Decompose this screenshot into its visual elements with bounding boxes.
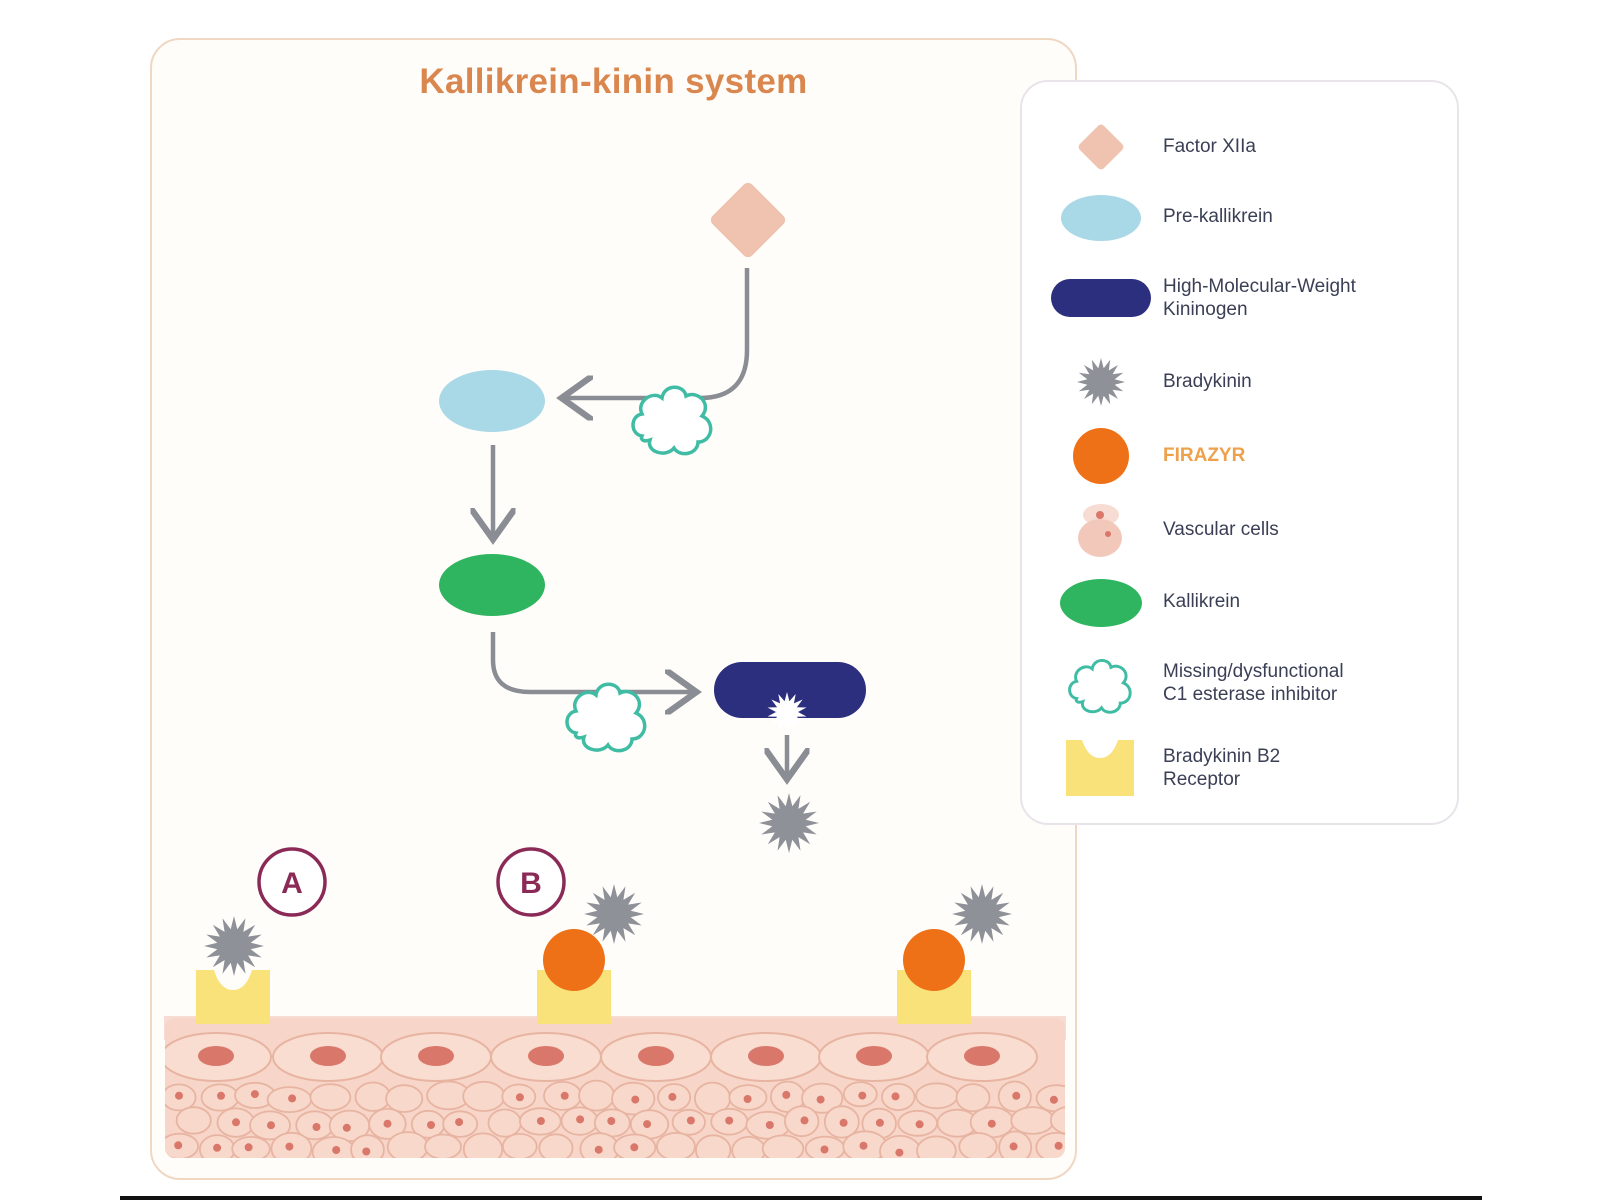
legend-label-firazyr: FIRAZYR: [1163, 445, 1246, 466]
oval-icon: [1060, 579, 1142, 627]
vascular-tissue: [165, 1018, 1065, 1158]
c1-inhibitor-top-icon: [631, 385, 713, 456]
legend-label-factor-xiia: Factor XIIa: [1163, 136, 1256, 157]
circle-icon: [1073, 428, 1129, 484]
bradykinin-released-icon: [759, 793, 819, 853]
firazyr-b: [543, 929, 605, 991]
cloud-icon: [1068, 658, 1132, 714]
marker-a-label: A: [281, 867, 303, 900]
factor-xiia-node: [710, 182, 786, 258]
firazyr-c: [903, 929, 965, 991]
legend-label-pre-kallikrein: Pre-kallikrein: [1163, 206, 1273, 227]
marker-a: A: [257, 847, 327, 917]
marker-b-label: B: [520, 867, 542, 900]
cell-icon: [1078, 504, 1122, 557]
diamond-icon: [1078, 124, 1124, 170]
receptor-a: [196, 970, 270, 1024]
legend-label-kallikrein: Kallikrein: [1163, 591, 1241, 612]
starburst-icon: [1077, 358, 1125, 406]
legend-label-vascular-cells: Vascular cells: [1163, 519, 1279, 540]
receptor-icon: [1066, 740, 1134, 796]
kininogen-node: [714, 662, 866, 718]
kallikrein-node: [439, 554, 545, 616]
capsule-icon: [1051, 279, 1151, 317]
pre-kallikrein-node: [439, 370, 545, 432]
legend-label-b2-receptor: Bradykinin B2 Receptor: [1163, 746, 1281, 790]
bradykinin-bound-receptor-a: [204, 916, 264, 976]
marker-b: B: [496, 847, 566, 917]
c1-inhibitor-bottom-icon: [565, 682, 647, 753]
legend-label-bradykinin: Bradykinin: [1163, 371, 1252, 392]
legend-label-kininogen: High-Molecular-Weight Kininogen: [1163, 276, 1356, 320]
bottom-bar: [120, 1196, 1482, 1200]
arrow-factor-to-prekallikrein: [566, 268, 750, 398]
bradykinin-blocked-c: [952, 884, 1012, 944]
diagram-title: Kallikrein-kinin system: [419, 62, 808, 101]
bradykinin-bound-icon: [767, 692, 807, 732]
oval-icon: [1061, 195, 1141, 241]
arrow-kallikrein-to-kininogen: [490, 632, 692, 692]
legend-label-c1-inhibitor: Missing/dysfunctional C1 esterase inhibi…: [1163, 661, 1344, 705]
bradykinin-blocked-b: [584, 884, 644, 944]
